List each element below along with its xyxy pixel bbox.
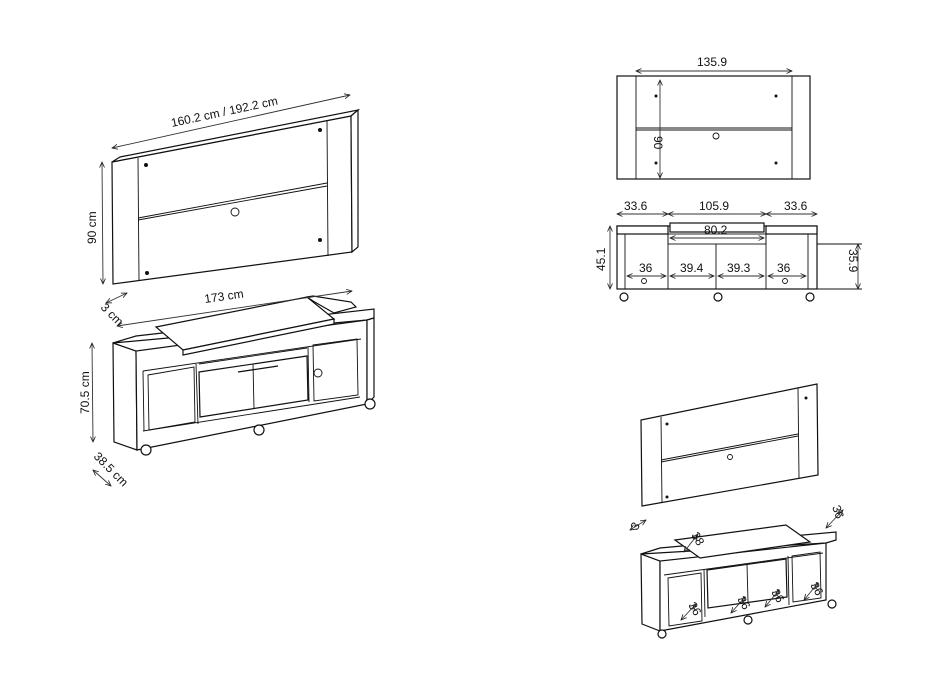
iso-wall-panel (111, 108, 361, 285)
small-bottom-1-arrow (681, 604, 696, 620)
iso-tv-rack (112, 295, 376, 456)
panel-height-label: 90 cm (85, 211, 99, 244)
small-top-center-label: 38 (688, 530, 707, 549)
small-bottom-3-label: 36 (768, 587, 787, 606)
rack-height-arrow (92, 343, 93, 442)
rack-width-label: 173 cm (203, 287, 244, 306)
small-iso-rack (640, 524, 837, 639)
niche-1-label: 36 (639, 261, 653, 275)
rack-height-front-label: 45.1 (594, 247, 608, 271)
panel-depth-label: 3 cm (98, 300, 126, 328)
front-panel-width-label: 135.9 (697, 55, 727, 69)
small-depth-label: 3 (627, 519, 643, 532)
rack-width-arrow (117, 291, 352, 326)
panel-width-label: 160.2 cm / 192.2 cm (170, 94, 279, 130)
small-bottom-3-arrow (765, 590, 779, 607)
niche-3-label: 39.3 (727, 261, 751, 275)
inner-height-label: 35.9 (846, 249, 860, 273)
rack-depth-label: 38.5 cm (91, 449, 131, 489)
rack-center-width-label: 105.9 (699, 199, 729, 213)
small-top-right-label: 36 (829, 503, 847, 521)
drawer-width-label: 80.2 (704, 223, 728, 237)
niche-4-label: 36 (777, 261, 791, 275)
panel-width-arrow (112, 95, 350, 148)
panel-front-view (616, 75, 811, 180)
panel-height-arrow (102, 162, 103, 284)
small-bottom-4-arrow (804, 583, 818, 600)
front-panel-height-label: 90 (651, 136, 665, 150)
rack-height-label: 70.5 cm (78, 371, 92, 414)
small-bottom-1-label: 36 (685, 600, 704, 619)
rack-depth-arrow (93, 470, 111, 486)
small-bottom-2-label: 36 (734, 594, 753, 613)
niche-2-label: 39.4 (680, 261, 704, 275)
small-iso-panel (640, 383, 819, 507)
rack-left-width-label: 33.6 (624, 199, 648, 213)
small-bottom-4-label: 36 (807, 580, 826, 599)
rack-right-width-label: 33.6 (784, 199, 808, 213)
small-bottom-2-arrow (731, 597, 745, 613)
small-depth-arrow (630, 520, 646, 530)
small-top-right-arrow (826, 510, 843, 528)
small-top-center-arrow (684, 534, 698, 552)
